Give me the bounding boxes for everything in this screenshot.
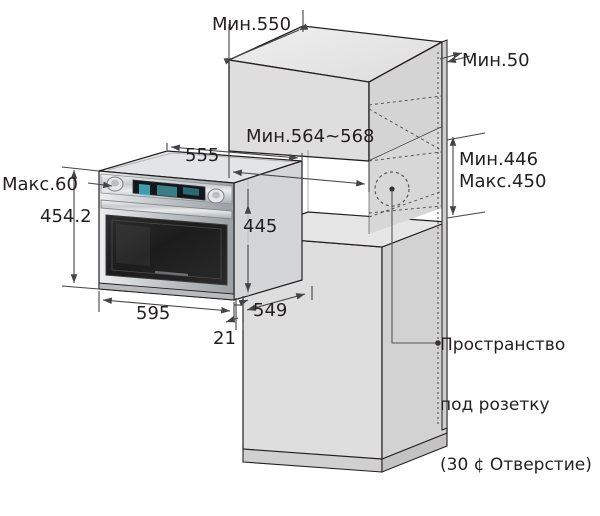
socket-hole bbox=[374, 171, 441, 346]
dimension-label-side-gap: Мин.50 bbox=[462, 50, 530, 71]
dimension-label-oven-front-height: 454.2 bbox=[40, 206, 92, 227]
dimension-label-oven-top-width: 555 bbox=[185, 145, 220, 166]
dimension-lines bbox=[61, 10, 486, 330]
dimension-label-door-overlap: Макс.60 bbox=[2, 174, 78, 195]
socket-annotation: Пространство под розетку (30 ¢ Отверстие… bbox=[440, 295, 592, 516]
dimension-label-cabinet-depth: Мин.550 bbox=[212, 14, 292, 35]
dimension-label-oven-trim-depth: 21 bbox=[213, 328, 236, 349]
socket-annotation-line-1: Пространство bbox=[440, 335, 566, 356]
oven-door bbox=[105, 214, 228, 286]
dimension-label-oven-body-depth: 549 bbox=[253, 300, 288, 321]
dimension-label-niche-width: Мин.564~568 bbox=[246, 126, 375, 147]
socket-annotation-line-2: под розетку bbox=[440, 395, 550, 416]
dimension-label-oven-total-width: 595 bbox=[136, 303, 171, 324]
dimension-label-socket-zone-max: Макс.450 bbox=[459, 171, 547, 192]
oven-handle bbox=[100, 199, 233, 220]
technical-drawing bbox=[61, 10, 486, 473]
dimension-label-oven-body-height: 445 bbox=[243, 216, 278, 237]
diagram-canvas: Мин.550 Мин.50 Мин.564~568 555 Макс.60 4… bbox=[2, 10, 592, 476]
dimension-label-socket-zone-min: Мин.446 bbox=[459, 149, 539, 170]
socket-annotation-line-3: (30 ¢ Отверстие) bbox=[440, 455, 592, 476]
